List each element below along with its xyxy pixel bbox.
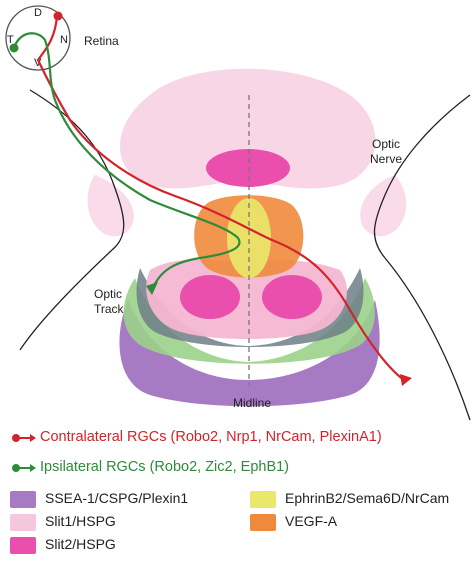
legend-label-ephrinb2: EphrinB2/Sema6D/NrCam (285, 490, 450, 506)
contralateral-soma (53, 11, 63, 21)
ephrinb2-region (227, 198, 271, 278)
optic-track-label-line1: Optic (94, 287, 122, 301)
retina-label: Retina (84, 34, 119, 48)
slit1-dorsal-region (120, 68, 376, 189)
ipsilateral-key-icon (12, 464, 36, 472)
slit2-left (180, 275, 240, 319)
legend-swatch-ssea1 (10, 491, 36, 508)
optic-nerve-label-line2: Nerve (370, 152, 402, 166)
legend-label-ssea1: SSEA-1/CSPG/Plexin1 (45, 490, 189, 506)
legend-label-slit2: Slit2/HSPG (45, 536, 116, 552)
left-boundary-lower (19, 249, 113, 351)
contralateral-key-icon (12, 434, 36, 442)
slit1-left-lobe (87, 175, 134, 237)
right-boundary-lower (384, 257, 471, 421)
legend-swatch-slit1 (10, 514, 36, 531)
contralateral-arrowhead (400, 374, 412, 386)
ssea1-region (119, 300, 380, 407)
legend-label-slit1: Slit1/HSPG (45, 513, 116, 529)
retina-ventral-label: V (34, 57, 42, 69)
optic-nerve-label-line1: Optic (372, 137, 400, 151)
ipsilateral-key-row: Ipsilateral RGCs (Robo2, Zic2, EphB1) (10, 458, 470, 478)
contralateral-key-row: Contralateral RGCs (Robo2, Nrp1, NrCam, … (10, 428, 470, 448)
midline-label: Midline (233, 396, 271, 410)
contralateral-key-label: Contralateral RGCs (Robo2, Nrp1, NrCam, … (40, 429, 382, 445)
slit2-right (262, 275, 322, 319)
legend-label-vegfa: VEGF-A (285, 513, 338, 529)
ipsilateral-soma (9, 43, 19, 53)
ipsilateral-key-label: Ipsilateral RGCs (Robo2, Zic2, EphB1) (40, 459, 290, 475)
left-boundary-upper (29, 89, 125, 251)
slit1-right-lobe (360, 175, 407, 237)
optic-track-label-line2: Track (94, 302, 125, 316)
contralateral-axon-path (36, 15, 405, 381)
legend-swatch-ephrinb2 (250, 491, 276, 508)
legend-swatch-vegfa (250, 514, 276, 531)
slit2-dorsal (206, 149, 290, 187)
ipsilateral-axon-path (12, 32, 241, 291)
retina-temporal-label: T (7, 34, 14, 46)
right-boundary-upper (373, 94, 471, 259)
retina-nasal-label: N (60, 34, 68, 46)
retina-dorsal-label: D (34, 7, 42, 19)
legend-swatch-slit2 (10, 537, 36, 554)
ipsilateral-arrowhead (146, 282, 158, 295)
retina-circle (5, 5, 71, 71)
